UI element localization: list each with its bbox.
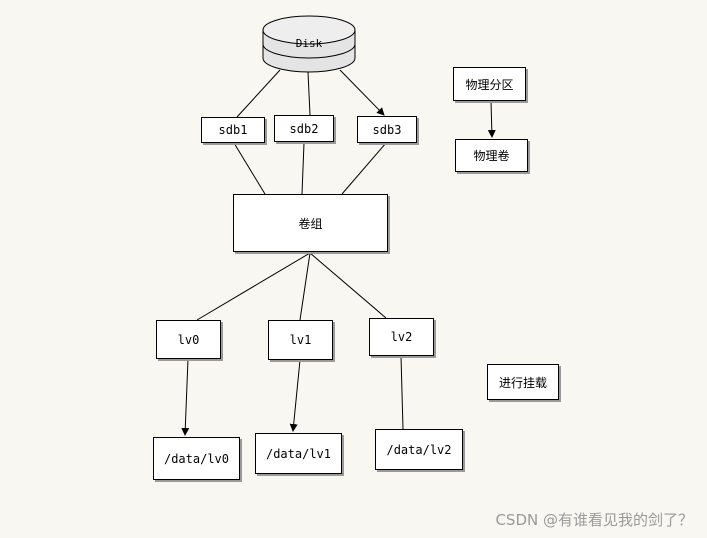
logical-volume-lv0: lv0 <box>156 320 221 359</box>
mount-lv1: /data/lv1 <box>255 433 342 474</box>
mount-lv2: /data/lv2 <box>375 429 463 470</box>
logical-volume-lv2: lv2 <box>369 318 434 356</box>
edge-vg-lv2 <box>309 252 387 319</box>
legend-physical-partition: 物理分区 <box>453 67 526 101</box>
edge-disk-sdb2 <box>307 71 311 116</box>
edge-sdb1-vg <box>233 142 266 195</box>
partition-sdb3: sdb3 <box>357 116 417 143</box>
edge-vg-lv1 <box>299 252 311 321</box>
watermark: CSDN @有谁看见我的剑了？ <box>495 511 693 529</box>
disk-label: Disk <box>295 37 323 50</box>
logical-volume-lv1: lv1 <box>268 320 333 360</box>
edge-sdb3-vg <box>341 142 387 195</box>
legend-mount: 进行挂载 <box>487 364 559 400</box>
edge-legend <box>487 100 496 138</box>
edge-vg-lv0 <box>196 252 311 321</box>
edge-sdb2-vg <box>301 142 305 195</box>
edge-lv0-mount <box>181 358 190 436</box>
partition-sdb2: sdb2 <box>274 115 334 142</box>
volume-group: 卷组 <box>233 194 388 252</box>
disk-cylinder <box>262 15 356 73</box>
legend-physical-volume: 物理卷 <box>455 139 528 172</box>
edge-lv2-mount <box>400 355 404 430</box>
edge-lv1-mount <box>289 359 301 432</box>
edge-disk-sdb1 <box>236 69 281 118</box>
partition-sdb1: sdb1 <box>201 117 265 143</box>
edge-disk-sdb3 <box>339 69 385 116</box>
mount-lv0: /data/lv0 <box>153 437 240 480</box>
